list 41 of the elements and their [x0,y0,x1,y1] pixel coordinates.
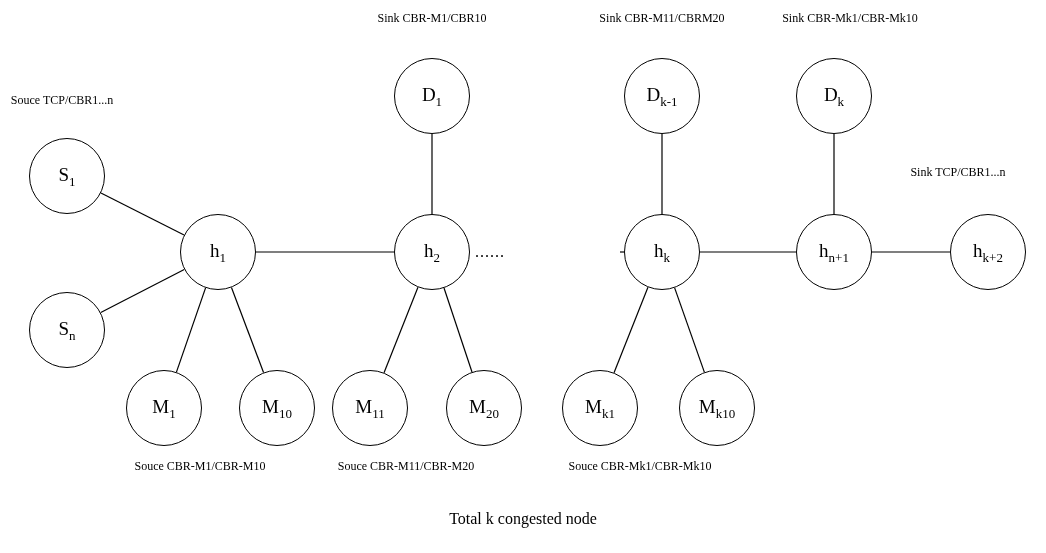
connector-line [443,287,473,373]
node-label: h$_{1}$ [210,240,226,264]
node-caption: Sink TCP/CBR1...n [910,164,1006,180]
source-label: Souce CBR-M11/CBR-M20 [337,458,475,474]
node-label: D$_{k}$ [823,84,845,108]
node-label: M$_{20}$ [469,396,499,420]
node-label: h$_{2}$ [424,240,440,264]
connector-line [833,133,835,215]
connector-line [699,251,797,253]
node-label: M$_{1}$ [152,396,176,420]
node-caption: Sink CBR-M1/CBR10 [377,10,487,26]
node-label: S$_{n}$ [58,318,76,342]
node-caption: Sink CBR-Mk1/CBR-Mk10 [782,10,918,26]
connector-line [383,286,419,374]
connector-line [431,133,433,215]
connector-line [613,286,649,374]
node-label: D$_{k-1}$ [646,84,678,108]
ellipsis-text: ...... [475,242,505,262]
connector-line [100,192,185,236]
node-label: h$_{n+1}$ [819,240,849,264]
source-label: Souce CBR-M1/CBR-M10 [134,458,266,474]
node-caption: Sink CBR-M11/CBRM20 [599,10,725,26]
connector-line [255,251,395,253]
caption: Total k congested node [448,510,598,528]
node-label: M$_{k10}$ [698,396,736,420]
connector-line [661,133,663,215]
connector-line [175,287,207,373]
source-label: Souce CBR-Mk1/CBR-Mk10 [568,458,712,474]
connector-line [100,268,185,314]
node-label: M$_{11}$ [355,396,385,420]
node-caption: Souce TCP/CBR1...n [10,92,114,108]
node-label: D$_{1}$ [421,84,443,108]
node-label: S$_{1}$ [58,164,76,188]
node-label: M$_{10}$ [262,396,292,420]
node-label: h$_{k}$ [654,240,670,264]
connector-line [871,251,951,253]
node-label: M$_{k1}$ [585,396,615,420]
node-label: h$_{k+2}$ [973,240,1003,264]
connector-line [674,287,705,373]
connector-line [619,251,625,253]
connector-line [230,286,265,374]
